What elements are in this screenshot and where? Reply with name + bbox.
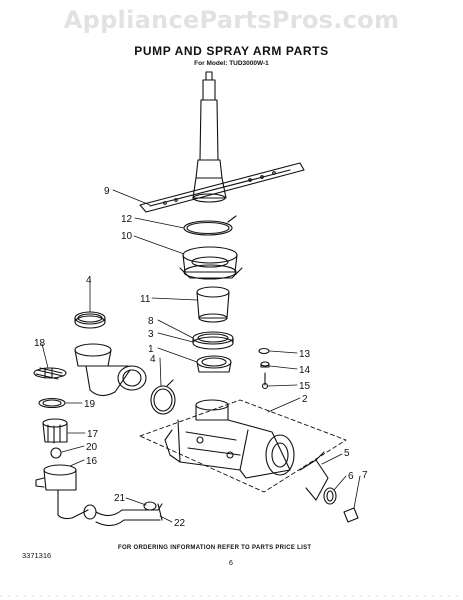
mount-clip <box>343 507 359 523</box>
callout-10: 10 <box>121 231 133 242</box>
impeller-hardware <box>258 347 270 390</box>
hose-clamp-lower <box>150 379 176 415</box>
callout-2: 2 <box>302 394 308 405</box>
motor-bracket <box>299 451 329 501</box>
callout-4-lower: 4 <box>150 354 156 365</box>
center-tube <box>196 286 230 323</box>
spray-arm <box>139 71 305 213</box>
filter-ring <box>38 397 66 409</box>
pump-seal <box>196 355 232 373</box>
callout-13: 13 <box>299 349 311 360</box>
hose-clamp-upper <box>74 311 106 329</box>
drain-hose <box>95 503 163 527</box>
diagram-part-number: 3371316 <box>22 551 52 560</box>
callout-22: 22 <box>174 518 186 529</box>
callout-15: 15 <box>299 381 311 392</box>
check-ball <box>50 447 62 459</box>
callout-1: 1 <box>148 344 154 355</box>
callout-6: 6 <box>348 471 354 482</box>
callout-7: 7 <box>362 470 368 481</box>
housing-gasket <box>192 331 234 350</box>
model-subtitle: For Model: TUD3000W-1 <box>194 60 269 67</box>
inlet-manifold <box>74 343 147 397</box>
drain-cap <box>42 418 68 444</box>
leader-lines <box>41 189 361 523</box>
filter-screen <box>33 367 67 380</box>
page-number: 6 <box>229 560 233 567</box>
callout-19: 19 <box>84 399 96 410</box>
callout-11: 11 <box>140 294 151 305</box>
callout-5: 5 <box>344 448 350 459</box>
drain-housing <box>35 464 97 520</box>
spray-arm-housing <box>179 246 243 280</box>
callout-3: 3 <box>148 329 154 340</box>
callout-9: 9 <box>104 186 110 197</box>
hose-clip <box>143 501 157 511</box>
callout-21: 21 <box>114 493 126 504</box>
retaining-ring <box>183 215 237 236</box>
callout-8: 8 <box>148 316 154 327</box>
callout-14: 14 <box>299 365 311 376</box>
callout-17: 17 <box>87 429 99 440</box>
page-title: PUMP AND SPRAY ARM PARTS <box>134 44 329 58</box>
motor-grommet <box>323 487 337 505</box>
callout-16: 16 <box>86 456 98 467</box>
pump-motor-assembly <box>139 399 347 493</box>
scan-edge <box>0 595 463 597</box>
callout-18: 18 <box>34 338 46 349</box>
watermark: AppliancePartsPros.com <box>63 6 400 34</box>
ordering-info: FOR ORDERING INFORMATION REFER TO PARTS … <box>118 545 312 551</box>
callout-4-upper: 4 <box>86 275 92 286</box>
callout-20: 20 <box>86 442 98 453</box>
callout-12: 12 <box>121 214 133 225</box>
